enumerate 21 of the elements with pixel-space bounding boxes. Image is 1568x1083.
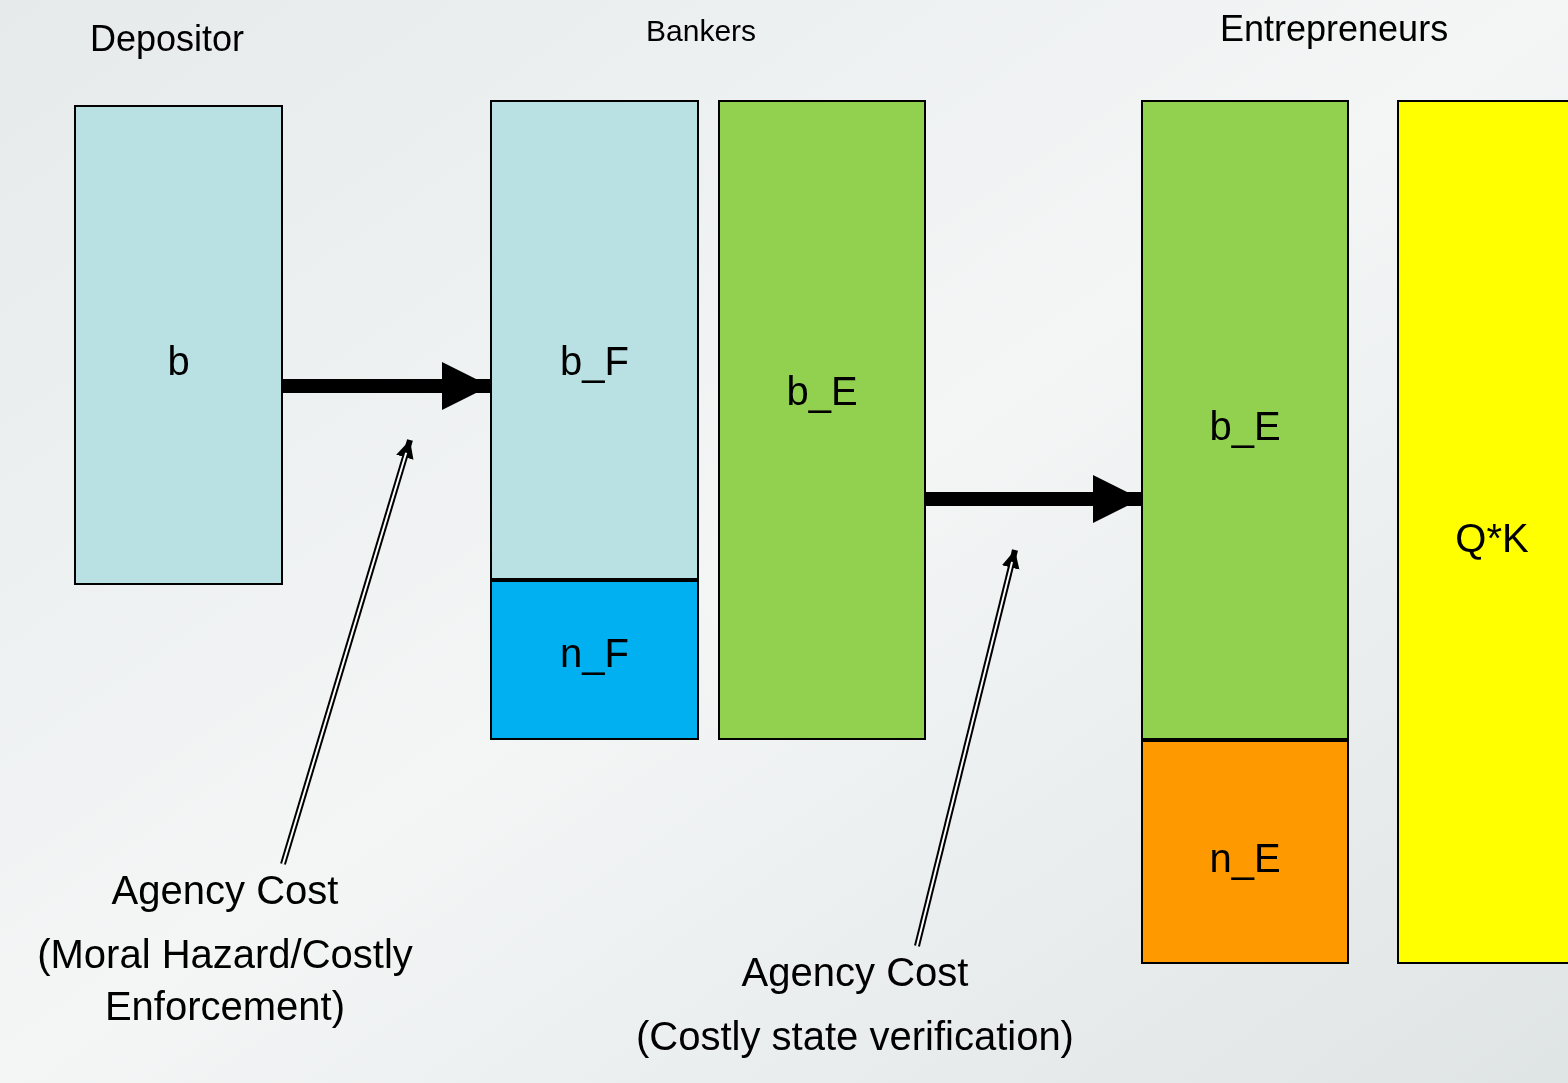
balance-block [718, 100, 926, 740]
column-heading: Bankers [646, 13, 757, 49]
balance-block [490, 580, 699, 740]
balance-block [1397, 100, 1568, 964]
block-label: n_E [1209, 835, 1281, 882]
block-label: b [167, 338, 190, 385]
block-label: b_E [1209, 403, 1281, 450]
balance-block [74, 105, 283, 585]
balance-block [1141, 100, 1349, 740]
block-label: b_F [560, 338, 629, 385]
block-label: n_F [560, 630, 629, 677]
annotation-title: Agency Cost [111, 867, 339, 914]
annotation-note: (Costly state verification) [636, 1013, 1074, 1060]
balance-block [490, 100, 699, 580]
annotation-note: (Moral Hazard/Costly Enforcement) [36, 931, 414, 1030]
column-heading: Entrepreneurs [1220, 7, 1449, 51]
block-label: b_E [786, 368, 858, 415]
annotation-title: Agency Cost [741, 949, 969, 996]
block-label: Q*K [1455, 515, 1529, 562]
column-heading: Depositor [90, 17, 245, 61]
balance-block [1141, 740, 1349, 964]
